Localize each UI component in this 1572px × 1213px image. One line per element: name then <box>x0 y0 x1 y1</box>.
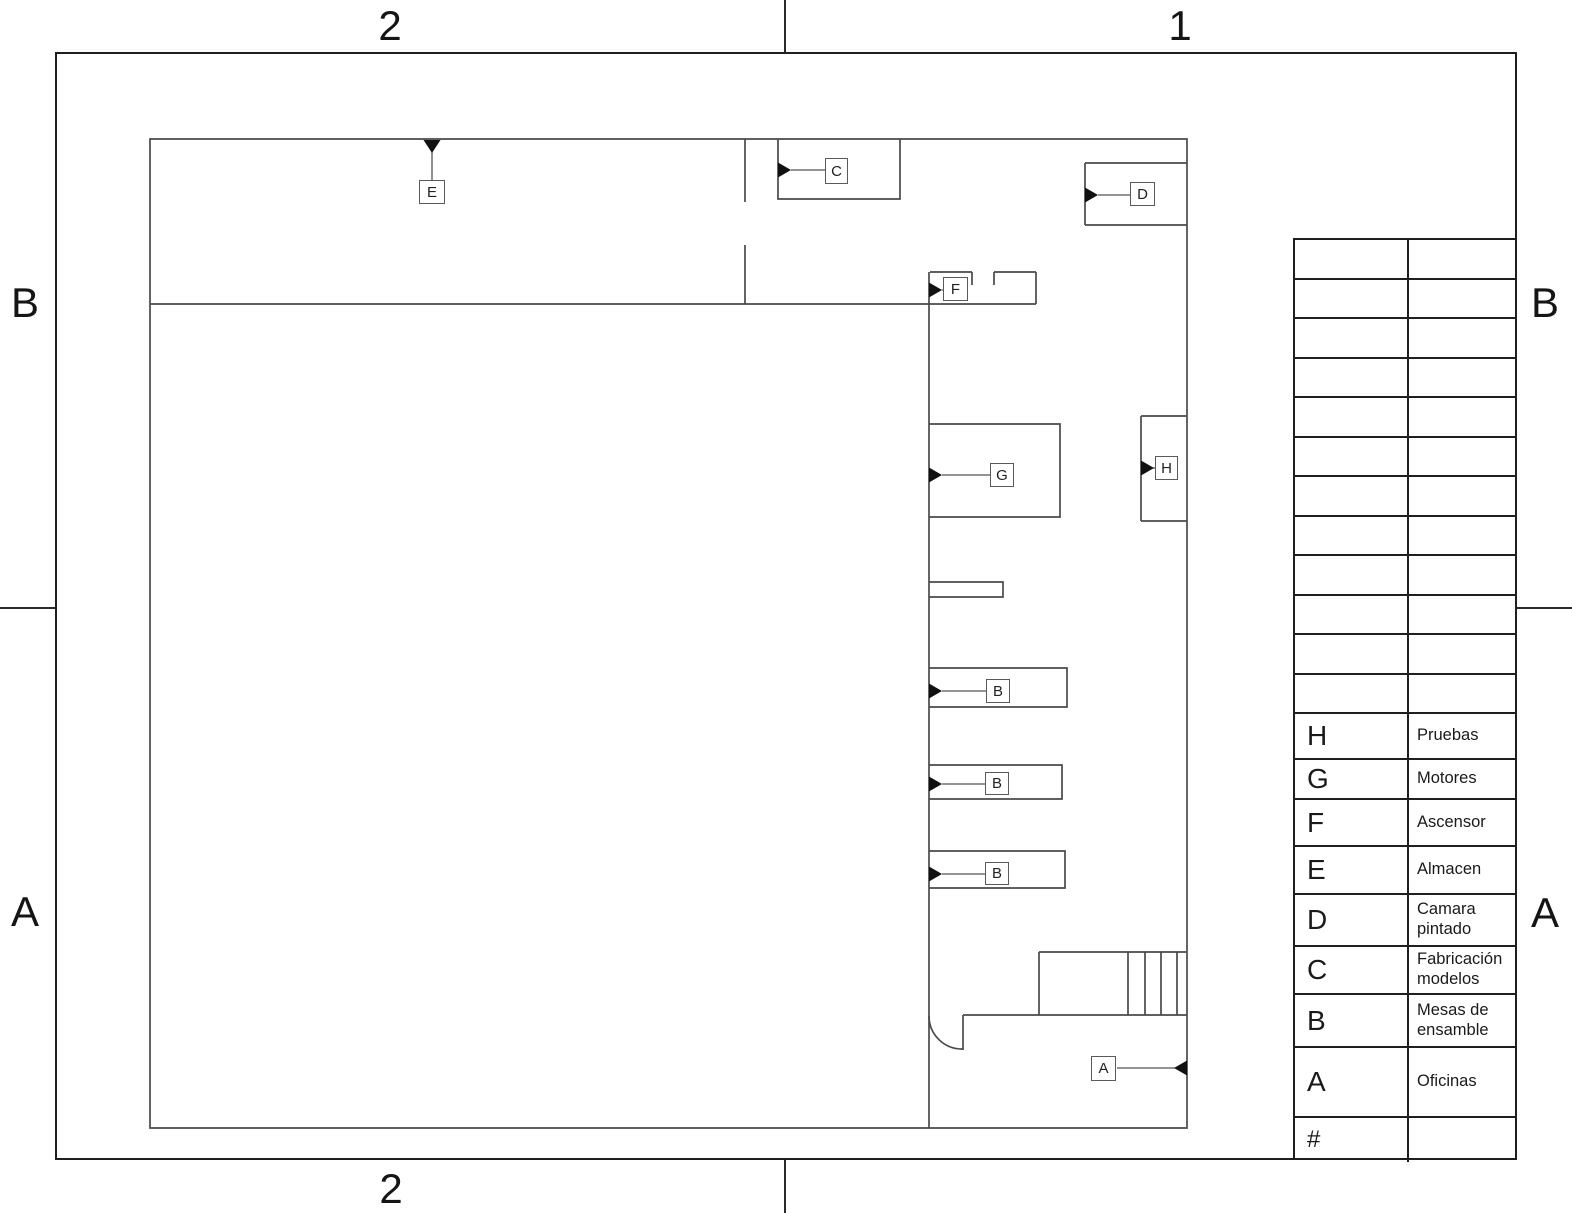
legend-desc <box>1407 1118 1515 1162</box>
legend-desc: Pruebas <box>1407 714 1515 758</box>
legend-row-d: D Camara pintado <box>1295 895 1515 947</box>
legend-row-a: A Oficinas <box>1295 1048 1515 1118</box>
legend-empty-row <box>1295 240 1515 280</box>
arrowhead-b1-icon <box>929 683 942 699</box>
zone-label-left-b: B <box>10 279 40 326</box>
assembly-table-1 <box>929 667 1068 708</box>
legend-desc: Mesas de ensamble <box>1407 995 1515 1046</box>
floor-plan-walls <box>149 138 1188 1129</box>
legend-row-e: E Almacen <box>1295 847 1515 895</box>
legend-letter: E <box>1307 854 1326 885</box>
zone-tick-left <box>0 607 55 609</box>
legend-letter: D <box>1307 904 1328 935</box>
callout-box-b1: B <box>986 679 1010 703</box>
callout-arrowheads <box>423 140 1187 1076</box>
callout-box-d: D <box>1130 182 1155 206</box>
zone-tick-bottom <box>784 1160 786 1213</box>
zone-label-left-a: A <box>10 888 40 935</box>
legend-empty-row <box>1295 358 1515 398</box>
legend-row-h: H Pruebas <box>1295 714 1515 760</box>
arrowhead-b3-icon <box>929 866 942 882</box>
zone-label-right-b: B <box>1530 279 1560 326</box>
plan-outer-wall <box>149 138 1188 1129</box>
arrowhead-h-icon <box>1141 460 1154 476</box>
callout-leader-lines <box>431 152 1175 1069</box>
callout-box-b3: B <box>985 862 1009 885</box>
legend-letter: F <box>1307 806 1325 838</box>
zone-tick-top <box>784 0 786 52</box>
zone-label-bottom-2: 2 <box>379 1165 403 1212</box>
legend-empty-row <box>1295 398 1515 438</box>
legend-row-c: C Fabricación modelos <box>1295 947 1515 995</box>
legend-letter: G <box>1307 763 1329 794</box>
legend-desc: Almacen <box>1407 847 1515 893</box>
arrowhead-c-icon <box>778 162 791 178</box>
elevator-shaft <box>930 271 1037 304</box>
legend-letter: # <box>1307 1126 1321 1153</box>
legend-empty-row <box>1295 516 1515 556</box>
assembly-table-2 <box>929 764 1063 800</box>
legend-letter: C <box>1307 954 1328 985</box>
callout-box-c: C <box>825 158 848 184</box>
legend-empty-row <box>1295 279 1515 319</box>
room-g-walls <box>929 423 1061 518</box>
legend-desc: Motores <box>1407 760 1515 798</box>
zone-label-top-2: 2 <box>378 2 402 49</box>
legend-letter: B <box>1307 1004 1326 1036</box>
callout-box-b2: B <box>985 772 1009 795</box>
legend-empty-row <box>1295 477 1515 517</box>
door-swing-arc <box>928 1015 964 1050</box>
zone-label-top-1: 1 <box>1168 2 1192 49</box>
callout-box-e: E <box>419 180 445 204</box>
callout-box-h: H <box>1155 456 1178 480</box>
legend-table: H Pruebas G Motores F Ascensor E Almacen… <box>1293 238 1517 1162</box>
legend-empty-row <box>1295 437 1515 477</box>
legend-empty-row <box>1295 595 1515 635</box>
arrowhead-a-icon <box>1174 1060 1187 1076</box>
arrowhead-g-icon <box>929 467 942 483</box>
legend-empty-row <box>1295 635 1515 675</box>
legend-row-hash: # <box>1295 1118 1515 1162</box>
staircase <box>1038 951 1187 1015</box>
zone-label-right-a: A <box>1530 889 1560 936</box>
legend-row-g: G Motores <box>1295 760 1515 800</box>
arrowhead-d-icon <box>1085 187 1098 203</box>
assembly-table-3 <box>929 850 1066 889</box>
legend-desc: Oficinas <box>1407 1048 1515 1116</box>
legend-empty-row <box>1295 556 1515 596</box>
arrowhead-b2-icon <box>929 776 942 792</box>
zone-tick-right <box>1517 607 1572 609</box>
legend-desc: Fabricación modelos <box>1407 947 1515 993</box>
legend-desc: Camara pintado <box>1407 895 1515 945</box>
legend-row-f: F Ascensor <box>1295 800 1515 847</box>
legend-letter: H <box>1307 720 1328 751</box>
callout-box-f: F <box>943 277 968 301</box>
shelf-rect <box>929 581 1004 598</box>
legend-empty-row <box>1295 319 1515 359</box>
callout-box-g: G <box>990 463 1014 487</box>
arrowhead-f-icon <box>929 282 942 298</box>
arrowhead-e-icon <box>423 140 441 153</box>
legend-desc: Ascensor <box>1407 800 1515 845</box>
legend-empty-row <box>1295 674 1515 714</box>
legend-letter: A <box>1307 1066 1326 1097</box>
legend-row-b: B Mesas de ensamble <box>1295 995 1515 1048</box>
callout-box-a: A <box>1091 1056 1116 1081</box>
